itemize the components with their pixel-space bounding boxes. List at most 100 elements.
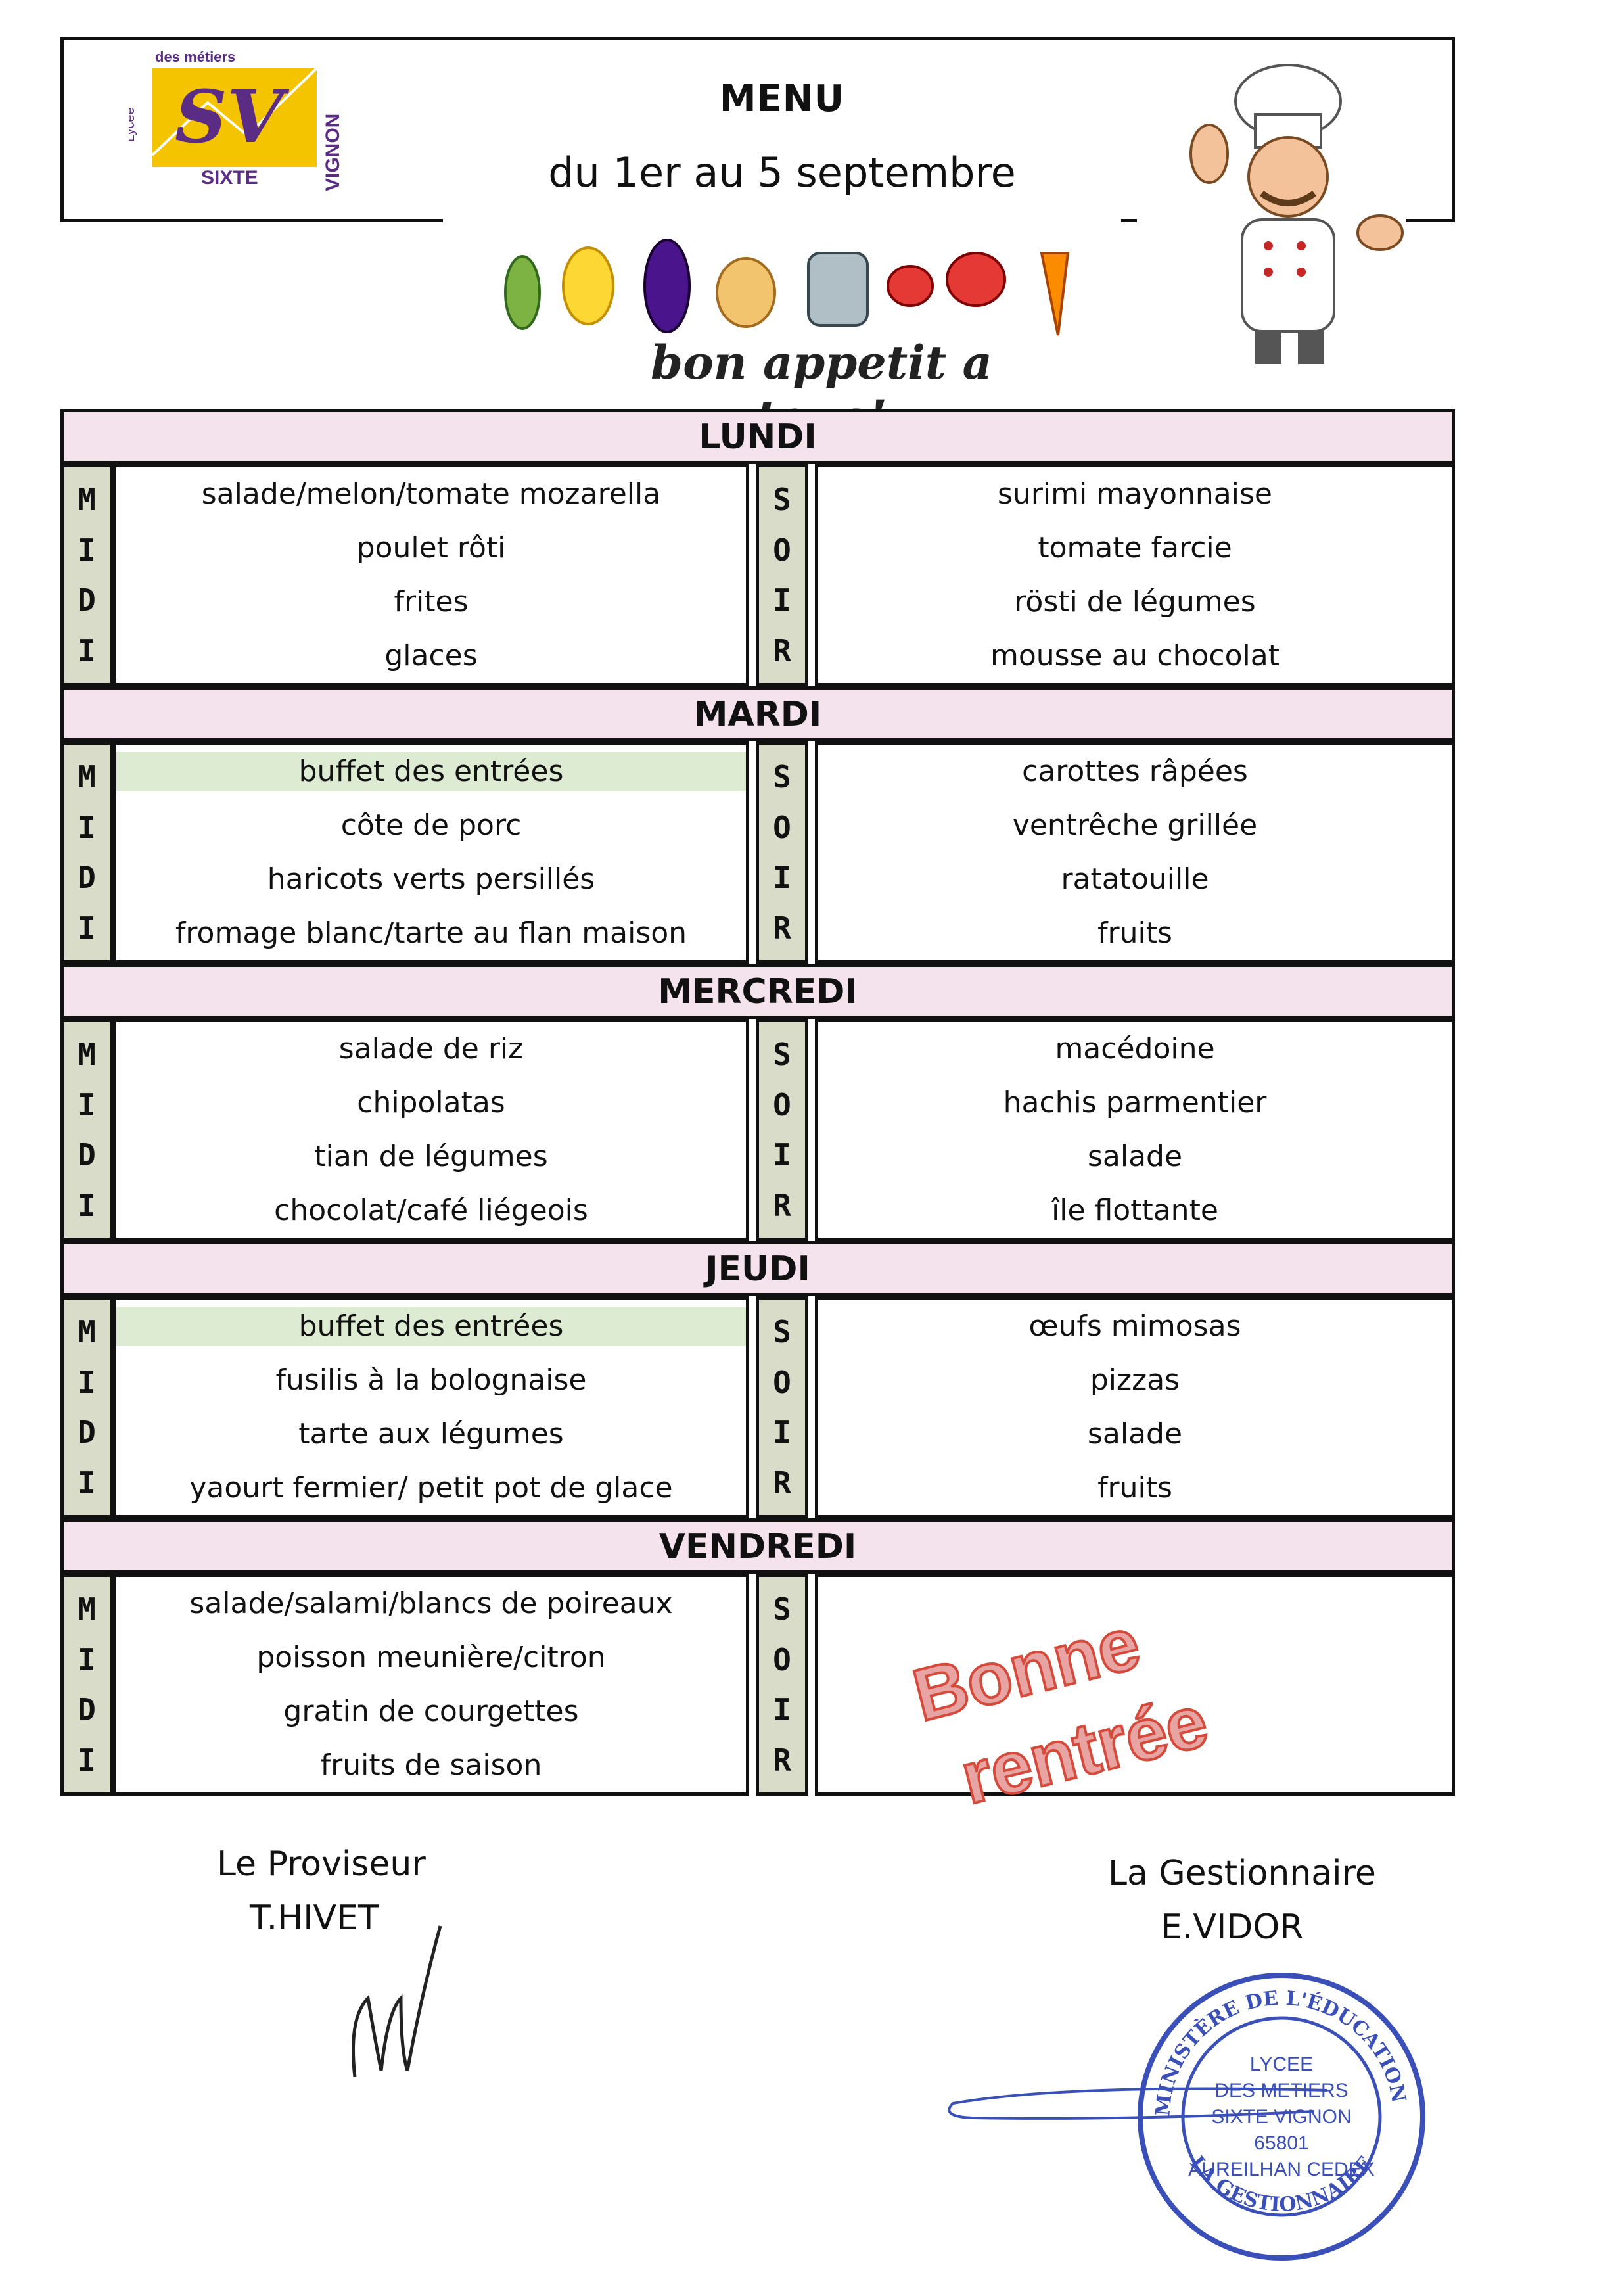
logo-top-text: des métiers (155, 49, 235, 65)
midi-label-letter: I (78, 1641, 96, 1677)
menu-item: salade (1087, 1140, 1183, 1173)
soir-label-letter: O (773, 809, 791, 845)
menu-item: fruits (1097, 916, 1172, 950)
midi-label-letter: I (78, 1187, 96, 1223)
menu-item: poulet rôti (356, 531, 506, 565)
vegetables-illustration (504, 239, 1070, 336)
midi-label-letter: I (78, 632, 96, 668)
menu-item: glaces (384, 639, 478, 672)
soir-label-letter: S (773, 482, 791, 518)
menu-item: gratin de courgettes (283, 1695, 579, 1728)
menu-item: tian de légumes (314, 1140, 548, 1173)
menu-item: île flottante (1051, 1194, 1218, 1227)
menu-item: haricots verts persillés (267, 862, 595, 896)
midi-label-letter: I (78, 532, 96, 568)
header-frame (60, 37, 1455, 222)
menu-item: fromage blanc/tarte au flan maison (175, 916, 687, 950)
stamp-line: 65801 (1254, 2132, 1308, 2154)
day-header: LUNDI (60, 409, 1455, 464)
menu-item: ratatouille (1061, 862, 1209, 896)
bonne-rentree-wordart: Bonne rentrée (904, 1600, 1216, 1821)
midi-menu: buffet des entrées fusilis à la bolognais… (113, 1296, 749, 1518)
menu-item: poisson meunière/citron (256, 1641, 606, 1674)
menu-item: œufs mimosas (1028, 1309, 1241, 1343)
menu-item: hachis parmentier (1003, 1086, 1267, 1119)
menu-item: macédoine (1055, 1032, 1215, 1066)
midi-label-letter: M (78, 1314, 96, 1350)
gestionnaire-signature (948, 2087, 1328, 2120)
logo-bottom-text: SIXTE (201, 167, 258, 189)
menu-item: chocolat/café liégeois (274, 1194, 588, 1227)
menu-item: salade/salami/blancs de poireaux (189, 1587, 673, 1620)
menu-item: salade de riz (338, 1032, 524, 1066)
stamp-line: DES METIERS (1214, 2080, 1348, 2101)
soir-label-letter: R (773, 632, 791, 668)
official-stamp: MINISTÈRE DE L'ÉDUCATION NATIONALE LA GE… (1130, 1965, 1425, 2261)
menu-item: tarte aux légumes (298, 1417, 564, 1451)
midi-label-letter: I (78, 1742, 96, 1778)
soir-label-letter: O (773, 1364, 791, 1400)
midi-menu: buffet des entrées côte de porc haricots v… (113, 741, 749, 964)
day-header: MERCREDI (60, 964, 1455, 1019)
menu-item: pizzas (1090, 1363, 1180, 1397)
school-logo: Lycée des métiers SV SIXTE VIGNON (129, 49, 344, 191)
menu-item: buffet des entrées (116, 752, 746, 791)
midi-label-letter: I (78, 1364, 96, 1400)
midi-label-letter: M (78, 1591, 96, 1628)
menu-item: mousse au chocolat (990, 639, 1280, 672)
menu-title: MENU (719, 78, 845, 120)
midi-label-letter: M (78, 482, 96, 518)
menu-item: carottes râpées (1022, 755, 1248, 788)
soir-label-letter: I (773, 1137, 791, 1173)
day-header: JEUDI (60, 1241, 1455, 1296)
soir-label-letter: O (773, 532, 791, 568)
menu-item: salade/melon/tomate mozarella (201, 477, 661, 511)
menu-item: fusilis à la bolognaise (275, 1363, 587, 1397)
soir-label-letter: O (773, 1087, 791, 1123)
midi-menu: salade/salami/blancs de poireaux poisson … (113, 1574, 749, 1796)
menu-item: rösti de légumes (1014, 585, 1256, 619)
soir-label-letter: R (773, 1187, 791, 1223)
soir-menu (815, 1574, 1455, 1796)
menu-item: buffet des entrées (116, 1307, 746, 1346)
menu-item: surimi mayonnaise (998, 477, 1272, 511)
proviseur-name: T.HIVET (250, 1898, 379, 1938)
day-header: VENDREDI (60, 1518, 1455, 1574)
soir-label-letter: S (773, 1314, 791, 1350)
logo-yellow-square (152, 68, 317, 167)
soir-label-letter: I (773, 582, 791, 619)
midi-label-letter: I (78, 809, 96, 845)
menu-dates: du 1er au 5 septembre (548, 149, 1016, 197)
menu-item: yaourt fermier/ petit pot de glace (189, 1471, 673, 1505)
midi-label-letter: D (78, 1692, 96, 1728)
stamp-line: AUREILHAN CEDEX (1188, 2159, 1374, 2180)
midi-label-letter: D (78, 1415, 96, 1451)
logo-right-text: VIGNON (322, 114, 344, 191)
stamp-line: LYCEE (1250, 2053, 1313, 2075)
logo-initials: SV (175, 74, 289, 159)
soir-label-letter: R (773, 1742, 791, 1778)
soir-label-letter: S (773, 759, 791, 795)
header-divider (60, 219, 443, 222)
midi-label-letter: D (78, 582, 96, 619)
gestionnaire-label: La Gestionnaire (1108, 1854, 1376, 1893)
soir-label-letter: I (773, 860, 791, 896)
gestionnaire-name: E.VIDOR (1161, 1908, 1304, 1947)
soir-label-letter: R (773, 910, 791, 946)
chef-illustration (1189, 64, 1404, 364)
menu-item: côte de porc (340, 808, 522, 842)
logo-side-text: Lycée (129, 107, 137, 142)
soir-label-letter: I (773, 1692, 791, 1728)
menu-item: frites (394, 585, 469, 619)
